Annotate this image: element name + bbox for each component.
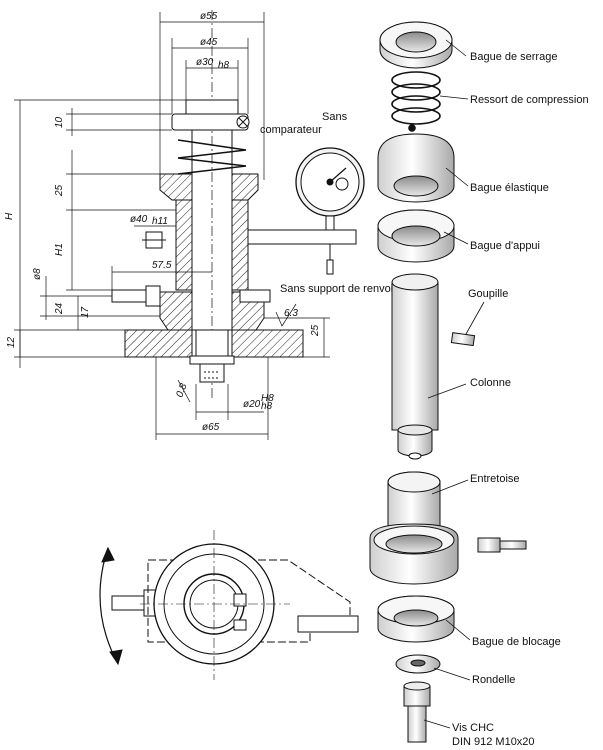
dim-d8: ø8	[32, 268, 43, 280]
label-colonne: Colonne	[470, 377, 511, 389]
dimension-labels: ø55 ø45 ø30 h8 10 25 H H1 ø40 h11 ø8 24 …	[4, 11, 321, 433]
bague-d-appui	[377, 209, 455, 263]
dim-d30: ø30	[196, 57, 214, 68]
body-right	[231, 199, 249, 291]
clamp-ring-right	[231, 173, 259, 201]
goupille-pin	[450, 332, 476, 347]
dim-H1: H1	[54, 243, 65, 256]
label-vis-chc: Vis CHC	[452, 722, 494, 734]
plan-pin	[111, 595, 149, 611]
dim-rough: 6.3	[284, 308, 298, 319]
clamp-ring-left	[159, 173, 193, 201]
part-labels: Bague de serrage Ressort de compression …	[452, 51, 589, 748]
dim-d20: ø20	[243, 399, 261, 410]
label-bague-elastique: Bague élastique	[470, 182, 549, 194]
label-bague-serrage: Bague de serrage	[470, 51, 557, 63]
dim-d65: ø65	[202, 422, 220, 433]
dim-rough2: 0.8	[174, 382, 189, 399]
dim-d55: ø55	[200, 11, 218, 22]
plan-view	[99, 530, 359, 680]
label-entretoise: Entretoise	[470, 473, 520, 485]
dim-h12: 12	[6, 336, 17, 348]
label-rondelle: Rondelle	[472, 674, 515, 686]
label-vis-din: DIN 912 M10x20	[452, 736, 535, 748]
label-ressort: Ressort de compression	[470, 94, 589, 106]
entretoise	[369, 471, 459, 585]
dim-h25-right: 25	[310, 324, 321, 337]
rondelle	[395, 654, 441, 674]
label-bague-appui: Bague d'appui	[470, 240, 540, 252]
callout-sans: Sans	[322, 111, 348, 123]
label-goupille: Goupille	[468, 288, 508, 300]
dim-h10: 10	[54, 116, 65, 128]
dim-h17: 17	[80, 306, 91, 318]
dim-d45: ø45	[200, 37, 218, 48]
callout-comparateur: comparateur	[260, 124, 322, 136]
compression-spring	[391, 71, 441, 132]
bague-de-blocage	[377, 595, 455, 643]
label-bague-blocage: Bague de blocage	[472, 636, 561, 648]
dim-h24: 24	[54, 302, 65, 315]
bague-de-serrage-ring	[379, 21, 453, 69]
body-left	[175, 199, 193, 291]
callout-sans-support: Sans support de renvoi	[280, 283, 393, 295]
lower-flange-left	[159, 291, 193, 331]
dim-d20-tol: H8	[261, 393, 274, 404]
dim-h25-top: 25	[54, 184, 65, 197]
dim-d40: ø40	[130, 214, 148, 225]
dim-d30-tol: h8	[218, 60, 230, 71]
dim-d40-tol: h11	[152, 216, 168, 227]
spring-section	[177, 139, 247, 175]
exploded-view	[369, 21, 527, 743]
callout-labels: Sans comparateur Sans support de renvoi	[260, 111, 393, 295]
vis-chc	[403, 681, 431, 743]
dim-H: H	[4, 212, 15, 220]
side-screw	[477, 537, 527, 553]
bague-elastique	[377, 133, 455, 203]
dim-d20-tol2: h8	[261, 401, 273, 412]
section-view	[14, 10, 330, 440]
colonne	[391, 273, 439, 460]
dim-l57-5: 57.5	[152, 260, 172, 271]
dial-indicator	[247, 147, 365, 275]
